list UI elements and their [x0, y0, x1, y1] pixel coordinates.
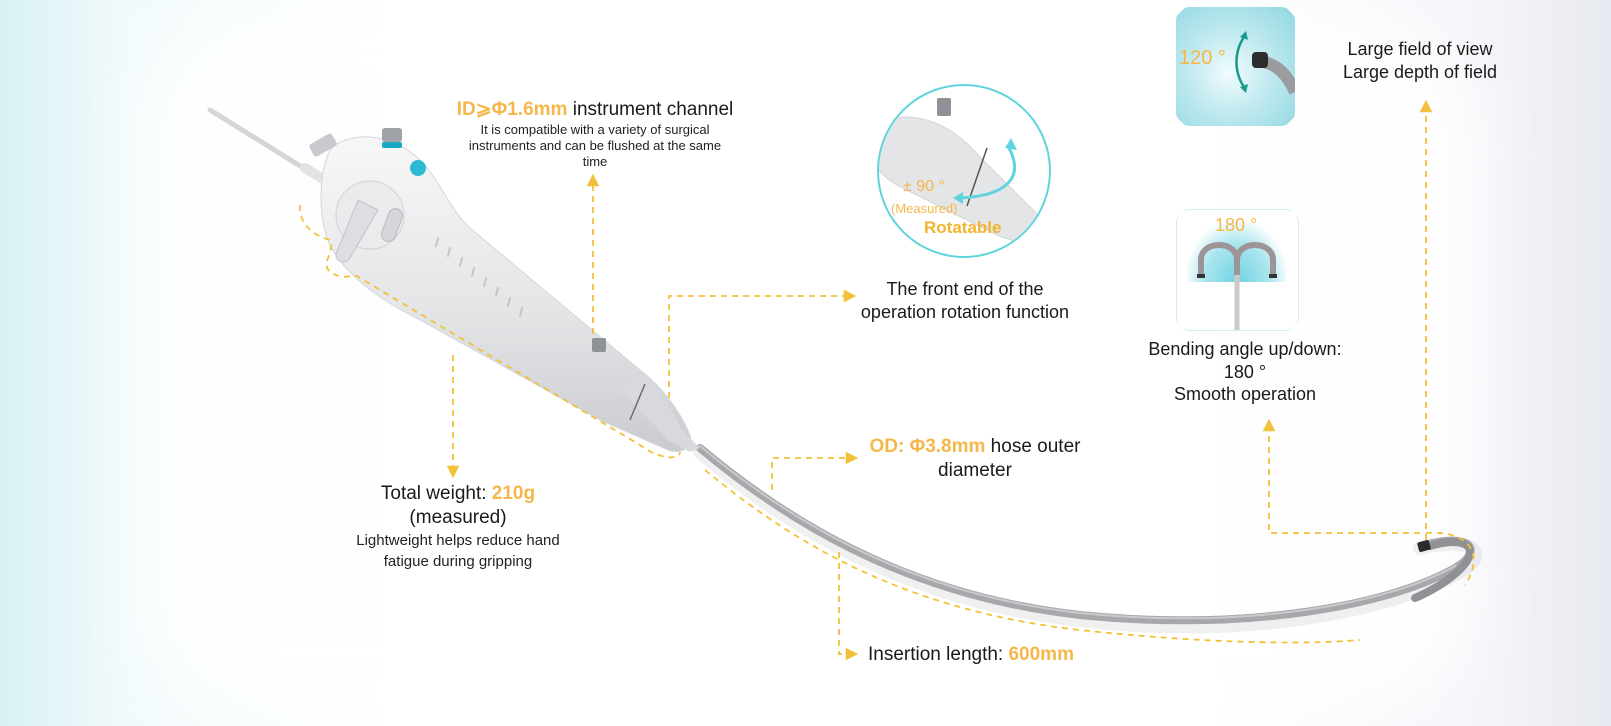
fov-callout: Large field of view Large depth of field — [1320, 38, 1520, 83]
channel-desc-3: time — [582, 154, 608, 170]
bending-section — [1411, 538, 1475, 602]
weight-title: Total weight: — [380, 483, 492, 504]
fov-arc-icon — [1235, 36, 1246, 88]
length-bracket — [704, 469, 1361, 644]
rotation-inset: ± 90 ° (Measured) Rotatable — [877, 84, 1051, 258]
grip-ridges — [435, 237, 523, 317]
camera-tip — [1417, 540, 1431, 552]
camera-tip-illustration — [1235, 31, 1295, 95]
handle-body — [320, 136, 692, 453]
fov-angle: 120 ° — [1179, 47, 1226, 69]
weight-measured: (measured) — [409, 506, 507, 528]
rotation-arrow-icon — [958, 147, 1016, 200]
rotation-line-1: The front end of the — [886, 279, 1044, 299]
length-callout: Insertion length: 600mm — [868, 643, 1108, 667]
fov-inset: 120 ° — [1176, 7, 1295, 126]
bend-leader — [1262, 418, 1420, 534]
length-leader — [838, 552, 859, 661]
suction-port — [309, 133, 337, 157]
channel-diameter: ID⩾Φ1.6mm — [456, 99, 568, 120]
od-value: OD: Φ3.8mm — [869, 436, 986, 457]
bend-line-2: 180 ° — [1223, 361, 1267, 382]
weight-callout: Total weight: 210g (measured) Lightweigh… — [333, 482, 583, 572]
channel-desc-2: instruments and can be flushed at the sa… — [468, 138, 722, 153]
blue-button — [410, 160, 426, 176]
bend-angle: 180 ° — [1215, 215, 1258, 235]
length-title: Insertion length: — [868, 644, 1009, 665]
bend-inset: 180 ° — [1176, 209, 1299, 331]
probe-rod — [207, 107, 313, 175]
od-leader — [771, 451, 859, 490]
fov-line-1: Large field of view — [1347, 39, 1493, 59]
instrument-port — [592, 338, 606, 352]
od-callout: OD: Φ3.8mm hose outer diameter — [855, 435, 1095, 483]
length-value: 600mm — [1008, 644, 1074, 665]
weight-bracket — [298, 204, 681, 459]
hose-shadow — [693, 445, 1483, 634]
channel-callout: ID⩾Φ1.6mm instrument channel It is compa… — [430, 98, 760, 171]
bend-line-3: Smooth operation — [1173, 384, 1317, 404]
top-valve — [382, 128, 402, 142]
rotatable-label: Rotatable — [924, 218, 1002, 237]
bend-callout: Bending angle up/down: 180 ° Smooth oper… — [1130, 338, 1360, 406]
bending-illustration — [1197, 242, 1277, 330]
rotation-angle: ± 90 ° — [903, 178, 945, 195]
weight-desc-1: Lightweight helps reduce hand — [356, 531, 560, 549]
tip-bracket — [1425, 531, 1475, 586]
rotation-line-2: operation rotation function — [860, 301, 1070, 322]
channel-title: instrument channel — [567, 99, 734, 120]
bend-line-1: Bending angle up/down: — [1148, 339, 1342, 359]
od-title: hose outer — [985, 436, 1081, 457]
lock-knob — [381, 208, 403, 242]
fov-line-2: Large depth of field — [1342, 61, 1498, 82]
angulation-lever — [335, 199, 379, 263]
rotation-callout: The front end of the operation rotation … — [840, 278, 1090, 323]
rotation-leader — [668, 289, 857, 398]
rotation-note: (Measured) — [891, 201, 958, 216]
channel-desc-1: It is compatible with a variety of surgi… — [480, 121, 710, 137]
od-line-2: diameter — [938, 459, 1012, 481]
handle-closeup-illustration — [879, 98, 1040, 247]
weight-desc-2: fatigue during gripping — [383, 553, 533, 570]
rotation-seam — [629, 383, 646, 421]
background-glow — [140, 20, 1480, 710]
weight-value: 210g — [491, 483, 536, 504]
